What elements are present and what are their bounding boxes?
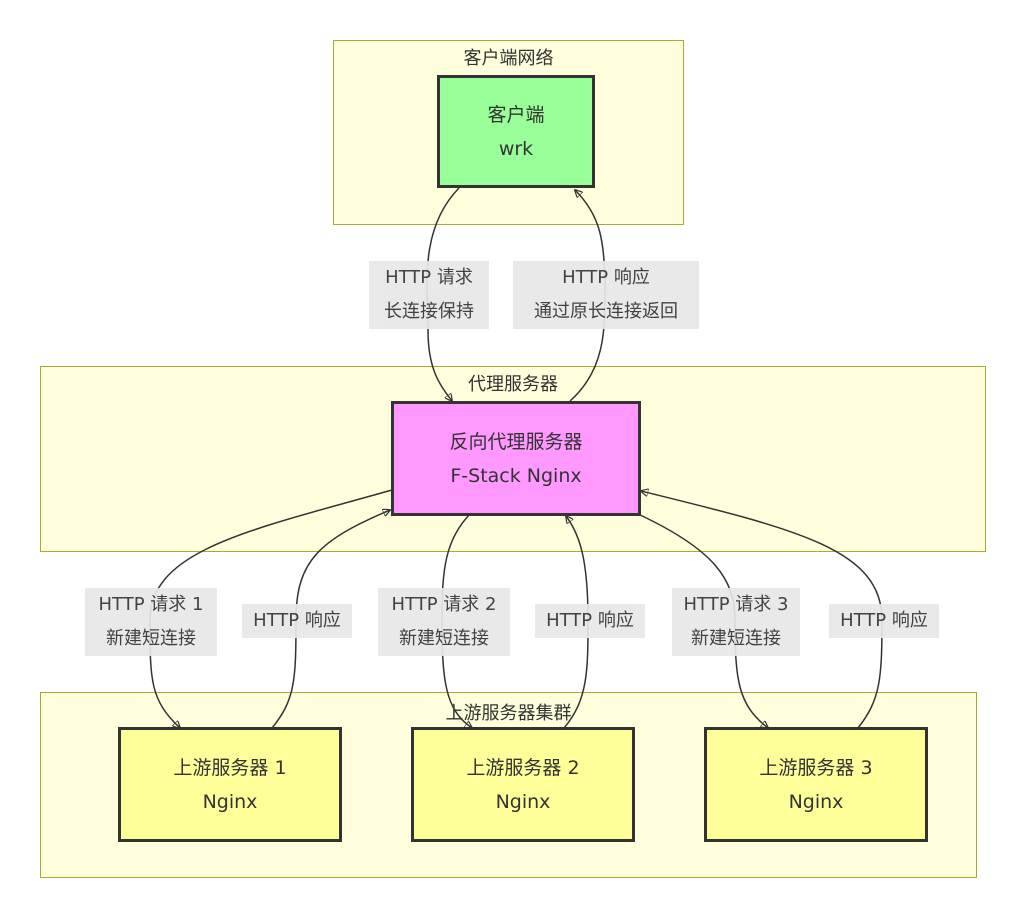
edge-label-line: HTTP 响应 xyxy=(562,267,650,288)
edge-label-response1: HTTP 响应 xyxy=(242,604,352,638)
edge-label-line: HTTP 请求 xyxy=(385,267,473,288)
cluster-title-upstream: 上游服务器集群 xyxy=(445,703,572,724)
node-upstream-1-label: 上游服务器 1 xyxy=(173,756,287,779)
edge-label-response3: HTTP 响应 xyxy=(829,604,939,638)
node-client[interactable]: 客户端 wrk xyxy=(437,75,595,188)
node-upstream-1-sublabel: Nginx xyxy=(202,790,258,813)
cluster-title-client-network: 客户端网络 xyxy=(463,48,554,69)
edge-label-line: HTTP 响应 xyxy=(253,610,341,631)
node-proxy-label: 反向代理服务器 xyxy=(449,430,583,453)
node-proxy-sublabel: F-Stack Nginx xyxy=(450,464,582,487)
edge-label-request3: HTTP 请求 3 新建短连接 xyxy=(672,588,800,656)
node-upstream-2-label: 上游服务器 2 xyxy=(466,756,580,779)
edge-label-line: 通过原长连接返回 xyxy=(534,301,678,322)
edge-label-line: 新建短连接 xyxy=(691,628,781,649)
edge-label-line: HTTP 响应 xyxy=(840,610,928,631)
node-upstream-2-sublabel: Nginx xyxy=(495,790,551,813)
node-client-label: 客户端 xyxy=(487,103,545,126)
edge-label-line: 新建短连接 xyxy=(106,628,196,649)
edge-label-line: 长连接保持 xyxy=(384,301,474,322)
cluster-title-proxy: 代理服务器 xyxy=(468,374,558,395)
node-upstream-2[interactable]: 上游服务器 2 Nginx xyxy=(411,727,635,842)
edge-label-response2: HTTP 响应 xyxy=(535,604,645,638)
edge-label-line: HTTP 请求 3 xyxy=(683,594,789,615)
edge-label-line: HTTP 请求 1 xyxy=(98,594,204,615)
edge-label-request1: HTTP 请求 1 新建短连接 xyxy=(85,588,217,656)
edge-label-client-request: HTTP 请求 长连接保持 xyxy=(369,261,489,329)
edge-label-line: HTTP 响应 xyxy=(546,610,634,631)
edge-label-client-response: HTTP 响应 通过原长连接返回 xyxy=(513,261,699,329)
node-proxy[interactable]: 反向代理服务器 F-Stack Nginx xyxy=(391,401,641,516)
node-upstream-3-sublabel: Nginx xyxy=(788,790,844,813)
edge-label-line: HTTP 请求 2 xyxy=(391,594,497,615)
node-client-sublabel: wrk xyxy=(498,137,534,160)
edge-label-request2: HTTP 请求 2 新建短连接 xyxy=(378,588,510,656)
cluster-client-network: 客户端网络 xyxy=(333,40,684,225)
edge-label-line: 新建短连接 xyxy=(399,628,489,649)
node-upstream-1[interactable]: 上游服务器 1 Nginx xyxy=(118,727,342,842)
node-upstream-3-label: 上游服务器 3 xyxy=(759,756,873,779)
node-upstream-3[interactable]: 上游服务器 3 Nginx xyxy=(704,727,928,842)
